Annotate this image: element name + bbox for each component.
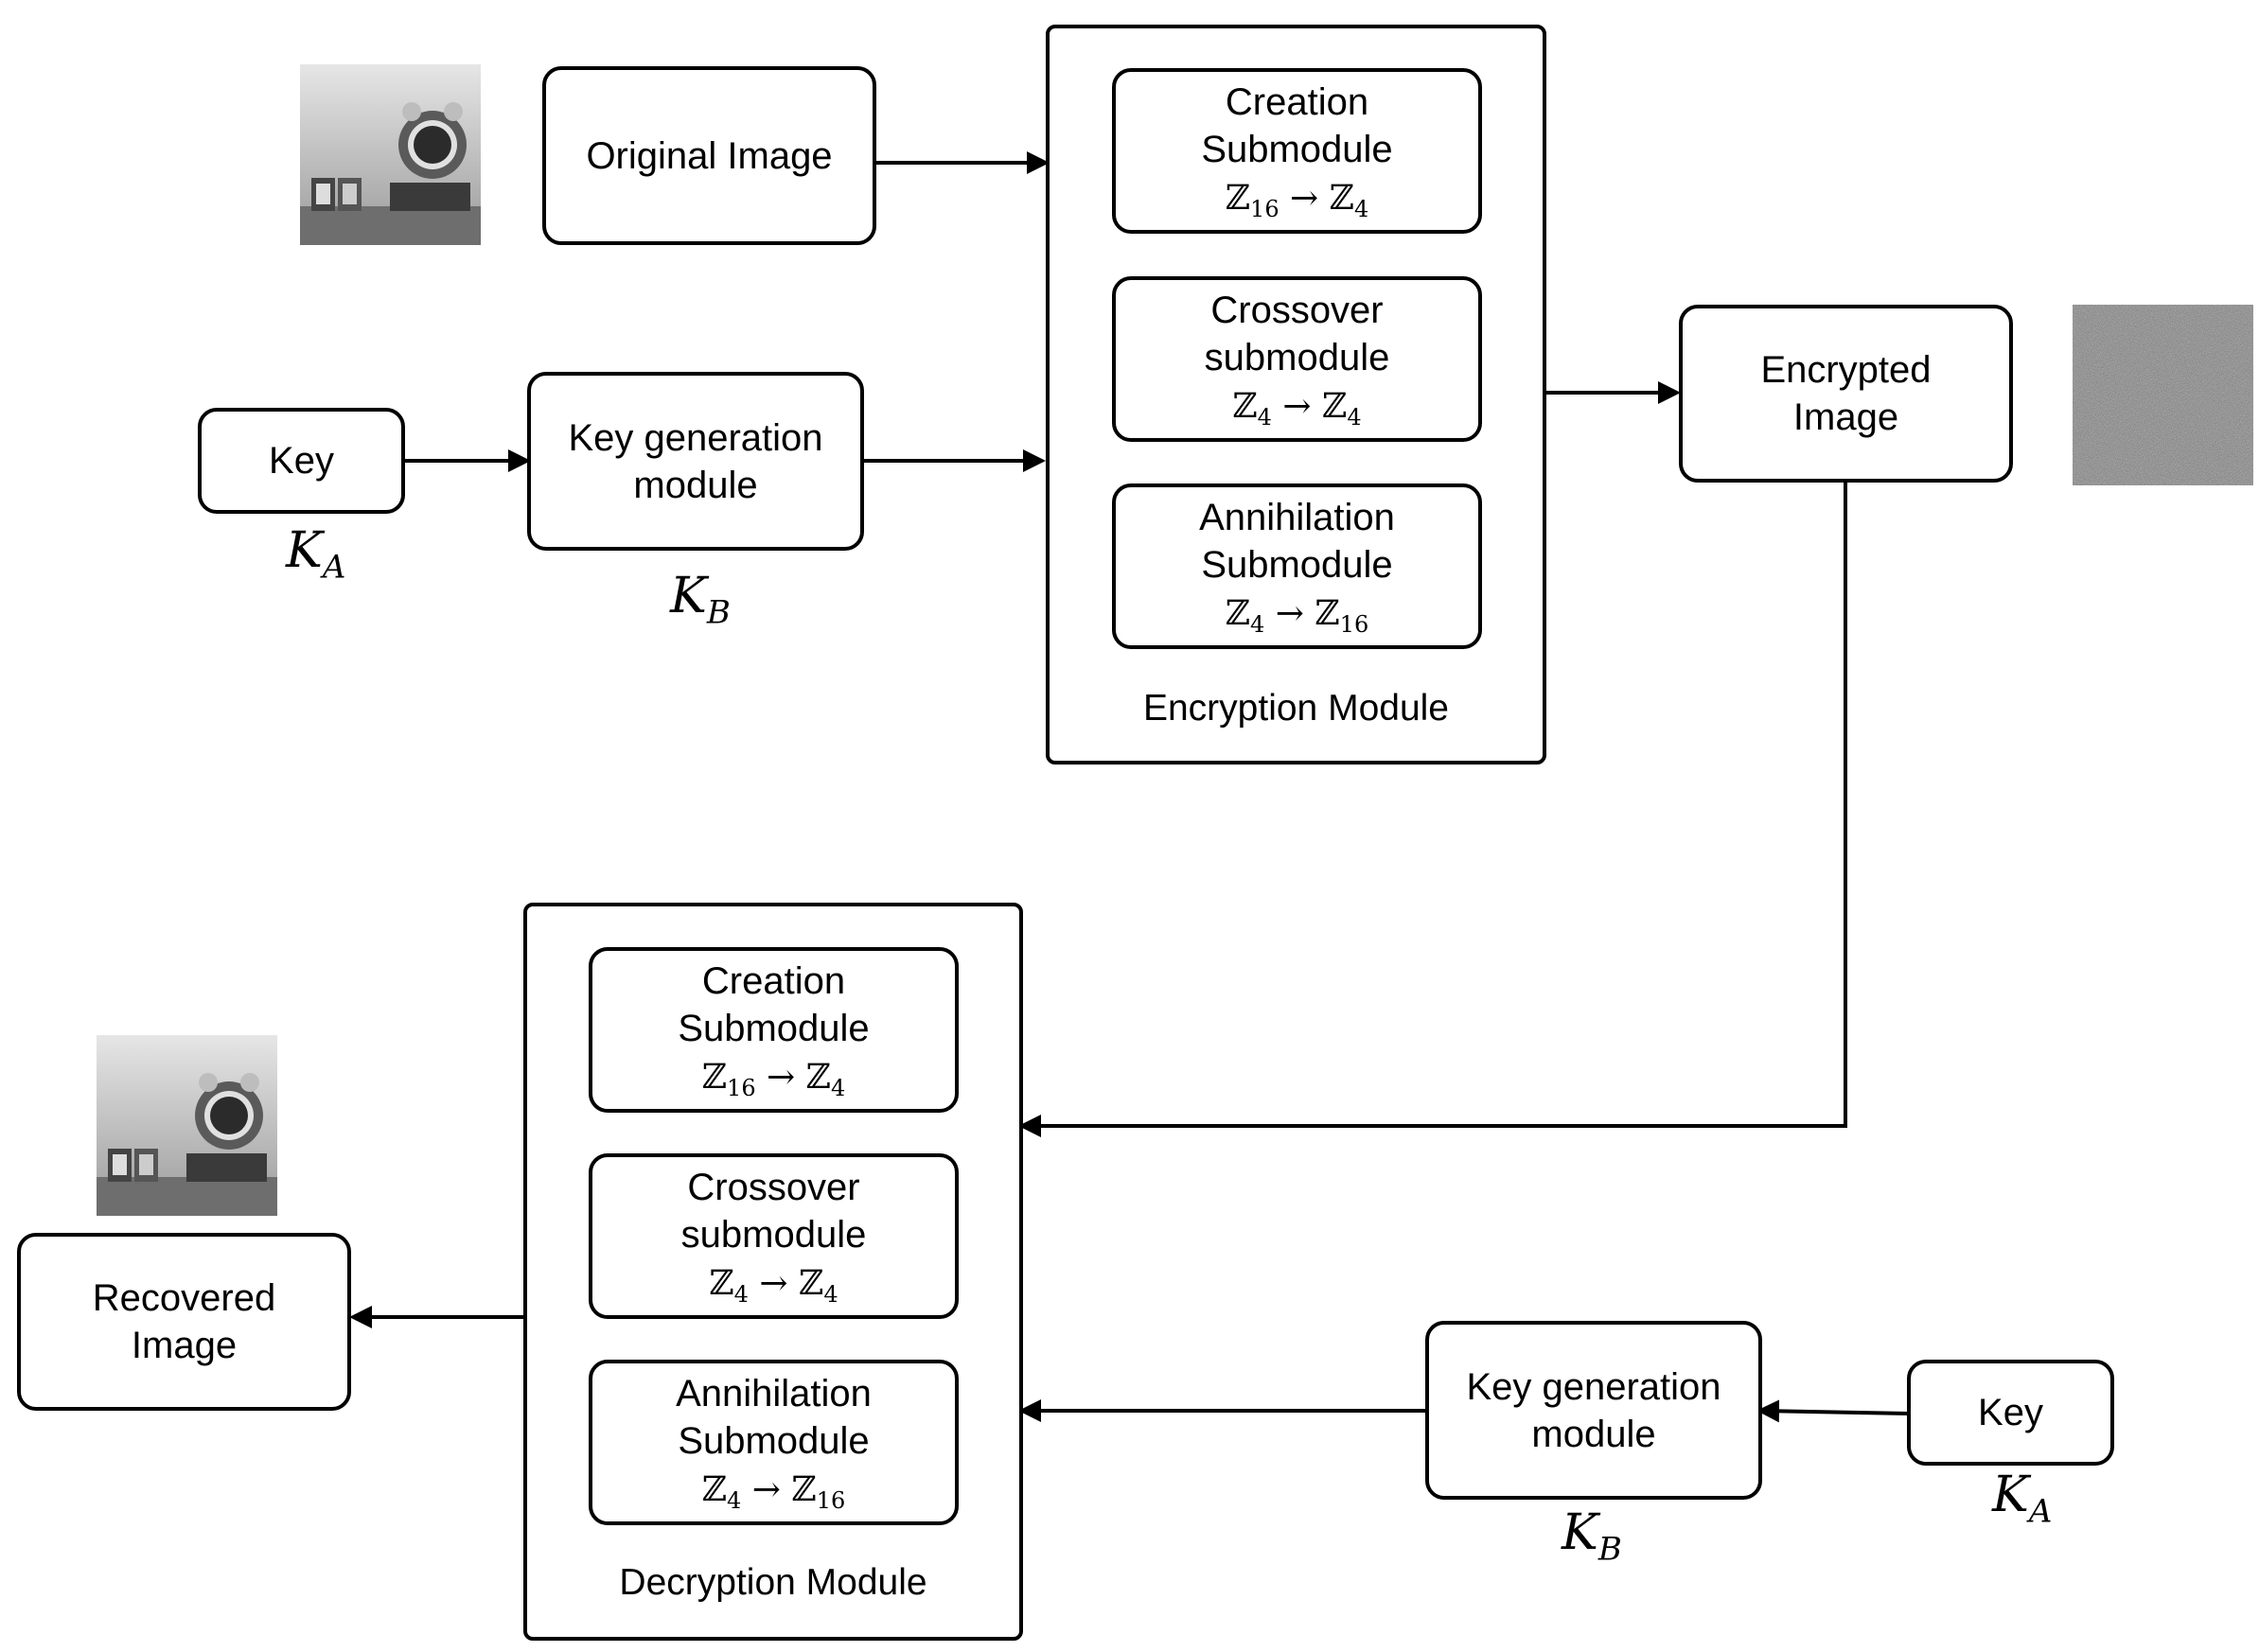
noise-image-icon xyxy=(2073,305,2253,485)
encryption-module-label: Encryption Module xyxy=(1142,688,1449,729)
key-box: Key xyxy=(198,408,405,514)
encryption-creation-submodule: Creation Submodule ℤ16 → ℤ4 xyxy=(1112,68,1482,234)
decryption-key-generation-module-box: Key generation module xyxy=(1425,1321,1762,1500)
encryption-crossover-mapping: ℤ4 → ℤ4 xyxy=(1232,386,1362,431)
encryption-annihilation-submodule: Annihilation Submodule ℤ4 → ℤ16 xyxy=(1112,483,1482,649)
key-label: Key xyxy=(269,440,334,482)
encryption-creation-mapping: ℤ16 → ℤ4 xyxy=(1225,178,1369,223)
clock-photo-icon xyxy=(97,1035,277,1216)
decryption-key-box: Key xyxy=(1907,1360,2114,1466)
decryption-annihilation-submodule: Annihilation Submodule ℤ4 → ℤ16 xyxy=(589,1360,959,1525)
decryption-key-generation-variable: KB xyxy=(1562,1504,1622,1569)
decryption-creation-mapping: ℤ16 → ℤ4 xyxy=(701,1057,846,1102)
original-image-box: Original Image xyxy=(542,66,876,245)
decryption-key-variable: KA xyxy=(1992,1467,2053,1531)
decryption-crossover-mapping: ℤ4 → ℤ4 xyxy=(709,1263,838,1309)
recovered-image-box: Recovered Image xyxy=(17,1233,351,1411)
encrypted-image-box: Encrypted Image xyxy=(1679,305,2013,483)
key-generation-variable: KB xyxy=(670,568,731,632)
key-generation-module-box: Key generation module xyxy=(527,372,864,551)
decryption-annihilation-mapping: ℤ4 → ℤ16 xyxy=(701,1469,846,1515)
arrow-encrypted-to-decryption xyxy=(1018,482,1847,1137)
original-image-label: Original Image xyxy=(586,134,833,177)
encryption-crossover-submodule: Crossover submodule ℤ4 → ℤ4 xyxy=(1112,276,1482,442)
decryption-creation-submodule: Creation Submodule ℤ16 → ℤ4 xyxy=(589,947,959,1113)
key-variable: KA xyxy=(286,522,346,587)
encryption-annihilation-mapping: ℤ4 → ℤ16 xyxy=(1225,593,1369,639)
decryption-crossover-submodule: Crossover submodule ℤ4 → ℤ4 xyxy=(589,1153,959,1319)
clock-photo-icon xyxy=(300,64,481,245)
arrow-dec-key-to-keygen xyxy=(1756,1399,1910,1423)
decryption-module-label: Decryption Module xyxy=(619,1562,927,1603)
